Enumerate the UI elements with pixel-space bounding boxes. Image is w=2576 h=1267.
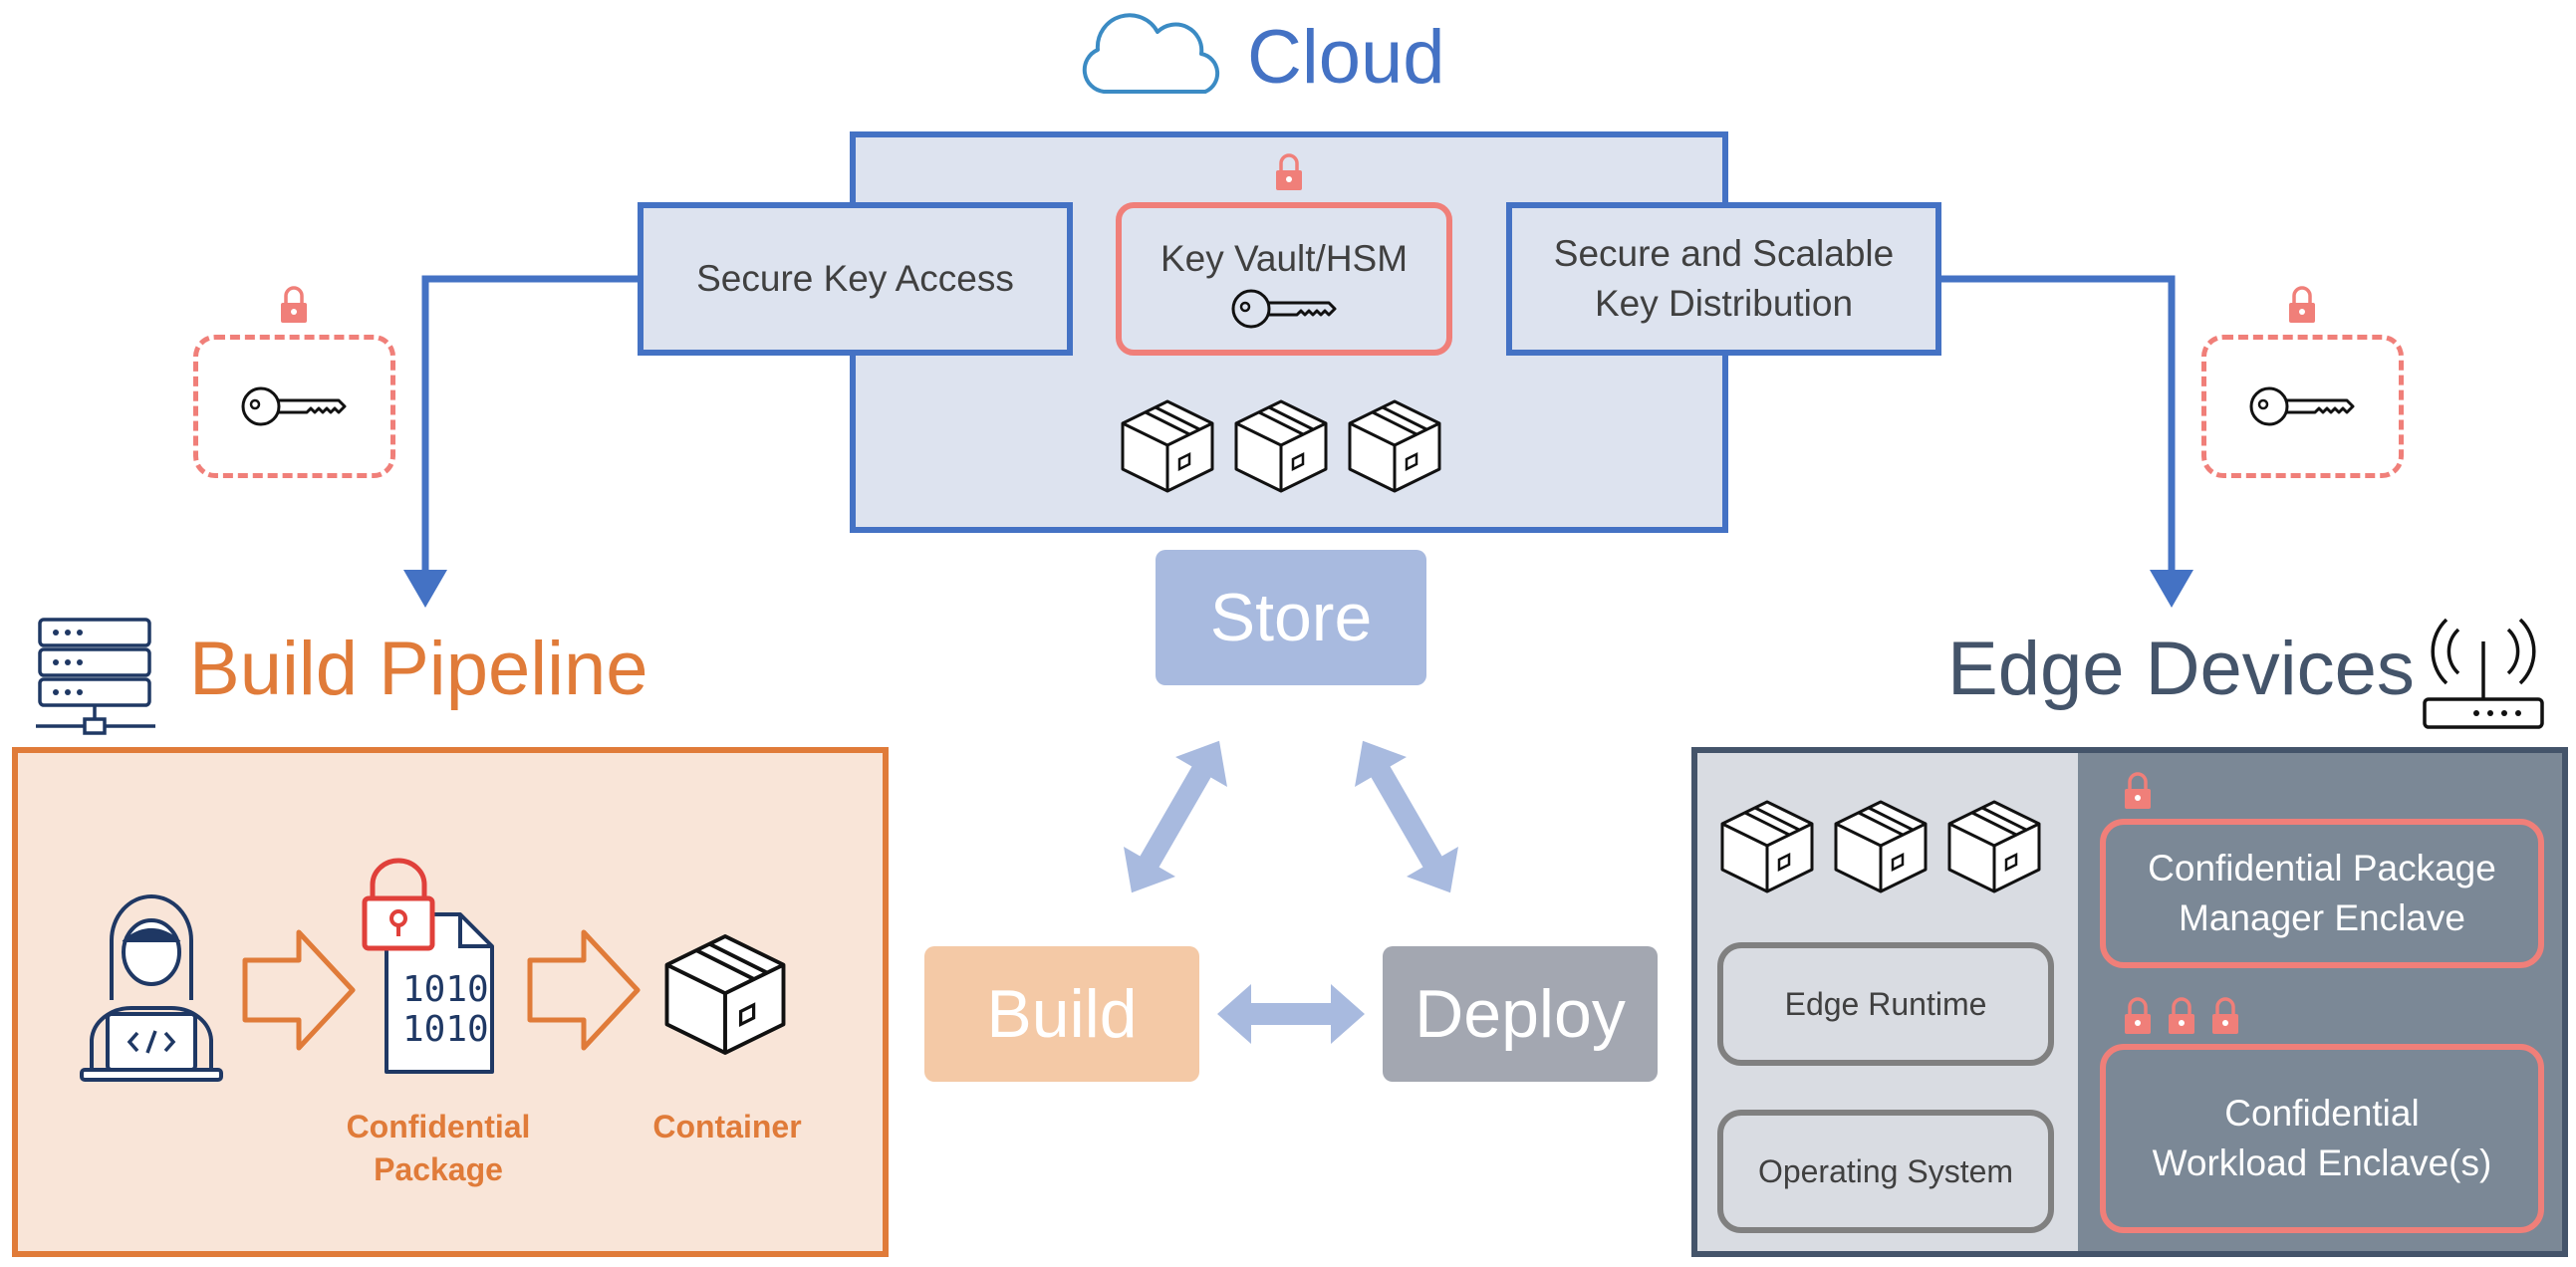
workload-line-1: Confidential — [2224, 1093, 2420, 1135]
deploy-label: Deploy — [1415, 976, 1626, 1052]
edge-runtime-box: Edge Runtime — [1717, 942, 2054, 1066]
key-distribution-box: Secure and Scalable Key Distribution — [1506, 202, 1941, 356]
package-manager-line-1: Confidential Package — [2148, 848, 2496, 889]
key-distribution-line2: Key Distribution — [1594, 283, 1854, 324]
document-icon — [385, 912, 494, 1074]
right-key-badge — [2201, 335, 2404, 478]
binary-line-2: 1010 — [402, 1008, 489, 1050]
build-stage: Build — [924, 946, 1199, 1082]
package-icon — [1834, 800, 1928, 893]
lock-icon — [2123, 997, 2153, 1036]
store-label: Store — [1209, 580, 1373, 655]
package-icon — [1720, 800, 1814, 893]
secure-key-access-box: Secure Key Access — [638, 202, 1073, 356]
cloud-title: Cloud — [1247, 15, 1445, 100]
package-manager-enclave: Confidential Package Manager Enclave — [2100, 819, 2544, 968]
lock-icon — [2210, 997, 2240, 1036]
deploy-stage: Deploy — [1383, 946, 1658, 1082]
workload-enclave: Confidential Workload Enclave(s) — [2100, 1044, 2544, 1233]
package-manager-line-2: Manager Enclave — [2179, 897, 2465, 938]
binary-text: 1010 1010 — [402, 970, 489, 1049]
operating-system-label: Operating System — [1757, 1152, 2014, 1189]
developer-icon — [80, 894, 223, 1082]
lock-icon — [2167, 997, 2196, 1036]
secure-key-access-label: Secure Key Access — [696, 258, 1014, 300]
binary-line-1: 1010 — [402, 969, 489, 1010]
package-line-2: Package — [374, 1151, 503, 1188]
server-icon — [36, 618, 155, 735]
edge-runtime-label: Edge Runtime — [1784, 985, 1987, 1022]
key-distribution-line1: Secure and Scalable — [1553, 233, 1895, 275]
build-label: Build — [986, 976, 1138, 1052]
package-icon — [1947, 800, 2041, 893]
key-vault-label: Key Vault/HSM — [1159, 238, 1409, 279]
padlock-icon — [362, 858, 435, 951]
container-label: Container — [652, 1109, 802, 1144]
confidential-package-label: Confidential Package — [319, 1106, 558, 1191]
workload-line-2: Workload Enclave(s) — [2152, 1142, 2492, 1183]
right-arrow-1 — [242, 929, 356, 1051]
build-pipeline-title: Build Pipeline — [189, 627, 648, 711]
container-icon — [664, 934, 786, 1055]
store-stage: Store — [1156, 550, 1426, 685]
left-key-badge — [193, 335, 395, 478]
cloud-icon — [1082, 13, 1220, 94]
lock-icon — [2123, 772, 2153, 811]
edge-devices-title: Edge Devices — [1947, 627, 2415, 711]
router-icon — [2423, 618, 2544, 729]
operating-system-box: Operating System — [1717, 1110, 2054, 1233]
key-vault-box: Key Vault/HSM — [1116, 202, 1452, 356]
package-line-1: Confidential — [346, 1109, 531, 1144]
right-arrow-2 — [527, 929, 641, 1051]
